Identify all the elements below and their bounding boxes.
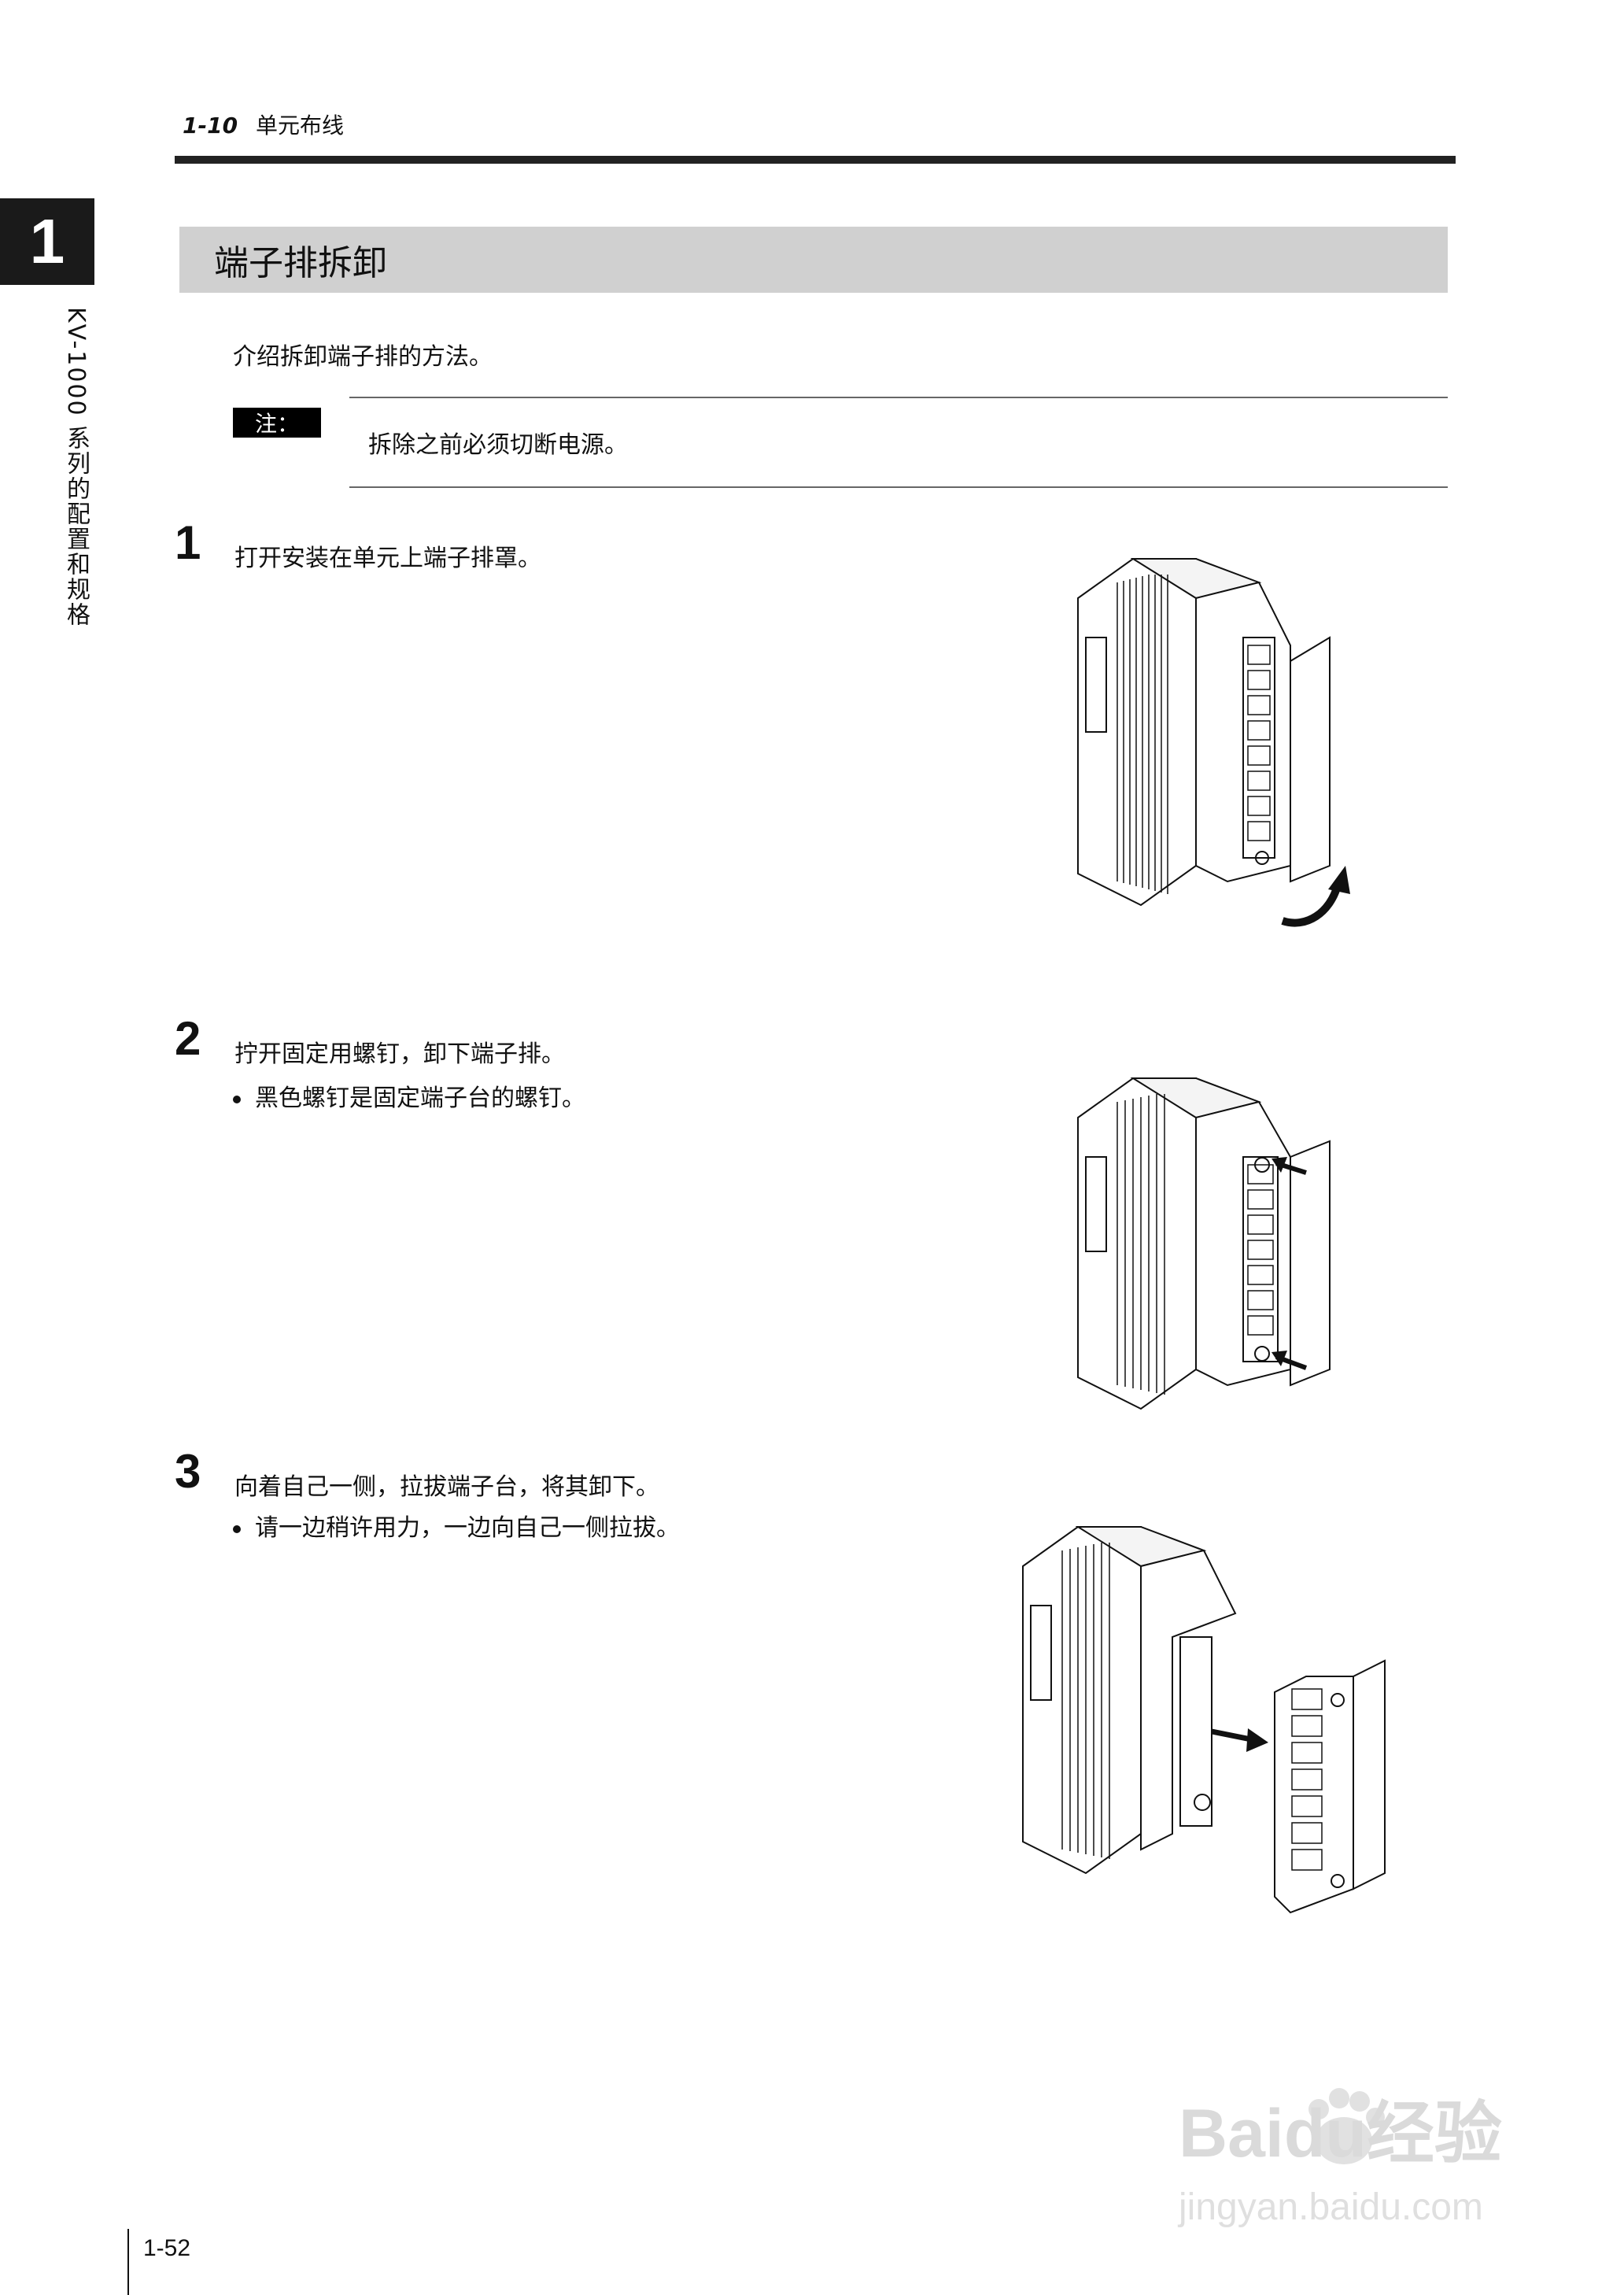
intro-text: 介绍拆卸端子排的方法。 xyxy=(233,343,493,371)
figure-remove-terminal-block xyxy=(1015,1519,1432,1928)
section-heading: 端子排拆卸 xyxy=(179,227,1448,293)
figure-open-cover xyxy=(1070,551,1369,937)
watermark: Baidu经验 jingyan.baidu.com xyxy=(1147,2046,1556,2251)
section-title: 单元布线 xyxy=(255,113,344,139)
footer-rule xyxy=(127,2229,129,2295)
step-3-text: 向着自己一侧，拉拔端子台，将其卸下。 xyxy=(234,1473,659,1501)
step-2-text: 拧开固定用螺钉，卸下端子排。 xyxy=(234,1040,565,1068)
step-1-text: 打开安装在单元上端子排罩。 xyxy=(234,545,541,572)
header-rule xyxy=(175,156,1456,164)
note-badge: 注： xyxy=(233,408,321,438)
watermark-url: jingyan.baidu.com xyxy=(1177,2186,1483,2228)
step-3-bullet-text: 请一边稍许用力，一边向自己一侧拉拔。 xyxy=(255,1514,680,1542)
section-heading-text: 端子排拆卸 xyxy=(214,243,387,283)
paw-logo-icon xyxy=(1308,2088,1385,2164)
step-2-bullet: 黑色螺钉是固定端子台的螺钉。 xyxy=(233,1078,585,1113)
figure-loosen-screws xyxy=(1070,1070,1369,1417)
watermark-brand: Baidu经验 xyxy=(1179,2096,1502,2171)
step-3-bullet: 请一边稍许用力，一边向自己一侧拉拔。 xyxy=(233,1508,680,1543)
section-number: 1-10 xyxy=(183,113,238,139)
chapter-tab: 1 xyxy=(0,198,94,285)
note-text: 拆除之前必须切断电源。 xyxy=(368,431,628,459)
step-3-number: 3 xyxy=(175,1445,201,1498)
note-rule-bottom xyxy=(349,486,1448,488)
breadcrumb: 1-10 单元布线 xyxy=(183,109,344,140)
step-1-number: 1 xyxy=(175,516,201,569)
page-number: 1-52 xyxy=(143,2235,191,2261)
chapter-side-title: KV-1000 系列的配置和规格 xyxy=(62,307,90,628)
bullet-dot xyxy=(233,1525,241,1533)
step-2-number: 2 xyxy=(175,1012,201,1065)
step-2-bullet-text: 黑色螺钉是固定端子台的螺钉。 xyxy=(255,1085,585,1112)
note-rule-top xyxy=(349,397,1448,398)
bullet-dot xyxy=(233,1096,241,1103)
